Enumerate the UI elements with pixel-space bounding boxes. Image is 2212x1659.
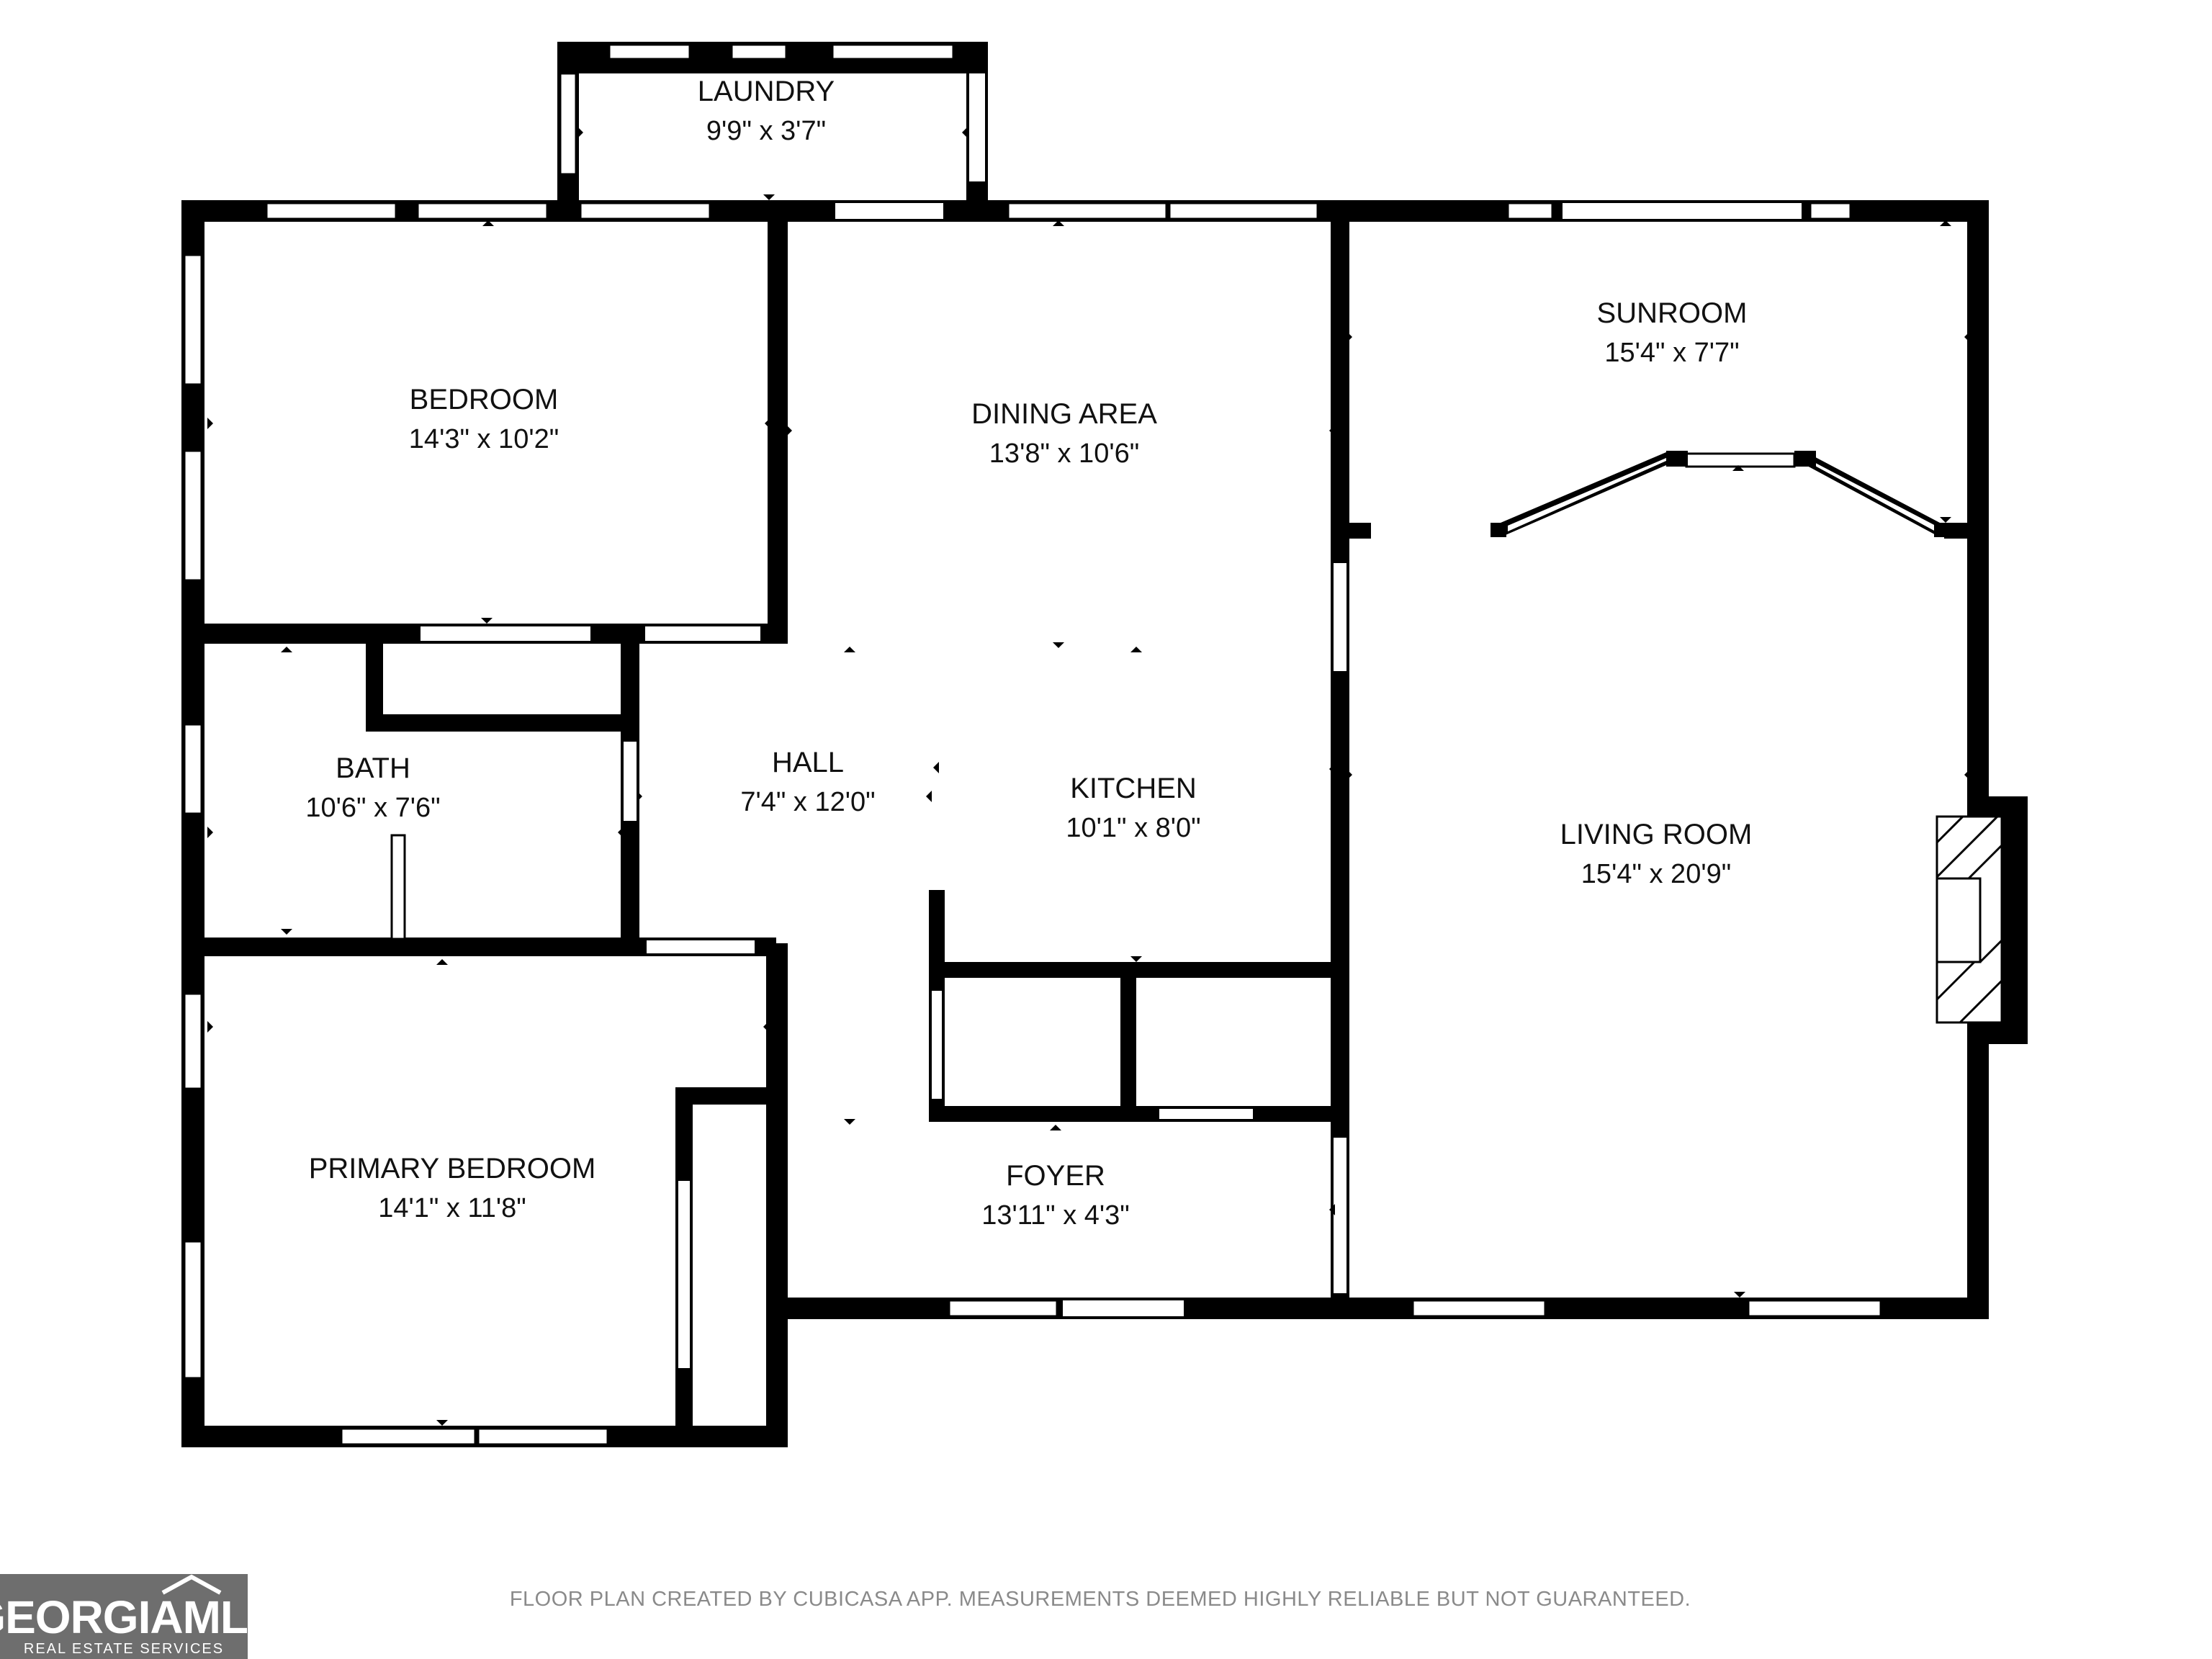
opening — [421, 626, 590, 641]
wall-right — [1967, 200, 1989, 1319]
bay-post — [1491, 523, 1506, 537]
primary-dim: 14'1" x 11'8" — [378, 1193, 526, 1223]
wall-pantry-bottom — [929, 1106, 1349, 1122]
foyer-name: FOYER — [1006, 1160, 1105, 1192]
hall-name: HALL — [772, 747, 844, 778]
bath-name: BATH — [336, 752, 410, 784]
wall-pantry-top — [929, 962, 1349, 978]
opening — [678, 1181, 690, 1368]
laundry-dim: 9'9" x 3'7" — [706, 116, 826, 146]
window — [416, 202, 549, 220]
roof-icon — [161, 1574, 222, 1595]
window — [1411, 1299, 1547, 1318]
wall-sunroom-bottom-left — [1339, 523, 1371, 539]
opening — [1334, 563, 1346, 671]
window — [608, 43, 691, 60]
wall-left — [181, 200, 204, 1447]
opening — [932, 991, 942, 1099]
georgiamls-logo: GEORGIAMLS REAL ESTATE SERVICES — [0, 1574, 279, 1659]
window — [1168, 202, 1319, 220]
bay-wall-right-inner — [1806, 458, 1936, 531]
window — [1506, 202, 1554, 220]
living-name: LIVING ROOM — [1560, 819, 1753, 850]
bay-post — [1666, 451, 1688, 467]
opening — [969, 73, 985, 181]
opening — [835, 203, 943, 219]
dimension-markers — [207, 62, 1970, 1426]
opening — [624, 742, 637, 821]
sunroom-dim: 15'4" x 7'7" — [1604, 338, 1739, 368]
kitchen-dim: 10'1" x 8'0" — [1066, 813, 1200, 843]
wall-bath-closet — [366, 624, 383, 732]
logo-brand: GEORGIAMLS — [0, 1591, 278, 1643]
windows — [183, 43, 1882, 1446]
walls — [181, 42, 2028, 1447]
opening — [645, 626, 760, 641]
window — [1809, 202, 1852, 220]
window — [183, 1240, 203, 1380]
bay-wall-left-inner — [1508, 458, 1666, 531]
foyer-dim: 13'11" x 4'3" — [981, 1200, 1130, 1231]
window — [730, 43, 788, 60]
fireplace-icon — [1936, 815, 2003, 1024]
window — [183, 723, 203, 815]
wall-pantry-mid — [1120, 962, 1136, 1122]
window-bay — [1685, 452, 1796, 468]
bedroom-dim: 14'3" x 10'2" — [409, 424, 559, 454]
window — [579, 202, 711, 220]
bay-post — [1934, 523, 1950, 537]
window — [559, 72, 577, 176]
opening — [1063, 1300, 1184, 1316]
disclaimer: FLOOR PLAN CREATED BY CUBICASA APP. MEAS… — [510, 1588, 1691, 1611]
room-labels: LAUNDRY 9'9" x 3'7" BEDROOM 14'3" x 10'2… — [305, 76, 1752, 1231]
opening — [1159, 1109, 1253, 1119]
dining-name: DINING AREA — [971, 398, 1157, 430]
opening — [1563, 203, 1802, 219]
window — [1747, 1299, 1882, 1318]
window — [183, 992, 203, 1090]
wall-sunroom-bottom-right — [1944, 523, 1989, 539]
window — [477, 1427, 609, 1446]
bath-partition — [390, 834, 406, 940]
window — [831, 43, 955, 60]
window — [1007, 202, 1168, 220]
wall-bath-closet-bottom — [366, 714, 634, 732]
laundry-name: LAUNDRY — [698, 76, 835, 107]
sunroom-name: SUNROOM — [1597, 297, 1748, 329]
openings — [421, 73, 1802, 1368]
window — [948, 1299, 1058, 1318]
sunroom-bay — [1491, 451, 1950, 537]
opening — [1371, 524, 1501, 537]
opening — [1334, 1138, 1346, 1293]
logo-tagline: REAL ESTATE SERVICES — [24, 1641, 224, 1657]
opening — [647, 940, 755, 953]
hall-dim: 7'4" x 12'0" — [740, 787, 875, 817]
primary-name: PRIMARY BEDROOM — [309, 1153, 596, 1184]
kitchen-name: KITCHEN — [1070, 773, 1197, 804]
dining-dim: 13'8" x 10'6" — [989, 439, 1139, 469]
window — [265, 202, 397, 220]
window — [340, 1427, 477, 1446]
window — [183, 253, 203, 386]
window — [183, 449, 203, 582]
wall-leftwing-right — [766, 943, 788, 1447]
bedroom-name: BEDROOM — [410, 384, 559, 415]
living-dim: 15'4" x 20'9" — [1581, 859, 1731, 889]
bay-post — [1794, 451, 1816, 467]
wall-bedroom-right — [768, 209, 788, 644]
bath-dim: 10'6" x 7'6" — [305, 793, 440, 823]
wall-dining-right — [1331, 209, 1349, 1319]
